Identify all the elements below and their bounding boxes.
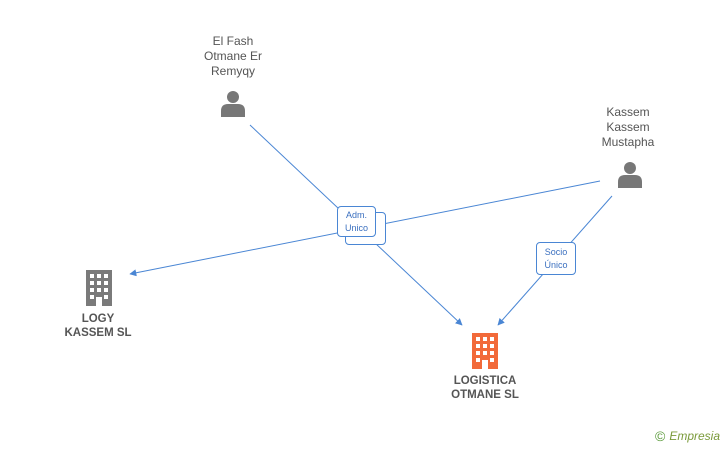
person-name-line: Kassem: [606, 120, 650, 134]
brand-watermark: © Empresia: [655, 428, 720, 444]
person-name-line: Kassem: [606, 105, 650, 119]
building-icon[interactable]: [83, 270, 115, 306]
person-name-line: Remyqy: [210, 64, 255, 78]
building-icon[interactable]: [469, 333, 501, 369]
company-name-line: OTMANE SL: [451, 389, 519, 401]
person-name-line: Mustapha: [601, 135, 655, 149]
person-label-kassem[interactable]: Kassem Kassem Mustapha: [578, 105, 678, 150]
edge-label-adm[interactable]: Adm. Unico: [337, 206, 376, 237]
company-label-logistica[interactable]: LOGISTICA OTMANE SL: [433, 374, 537, 402]
edge-label-line: Socio: [544, 247, 568, 257]
company-name-line: KASSEM SL: [64, 327, 132, 339]
edge-label-line: Unico: [344, 223, 368, 233]
edge-label-line: Único: [544, 260, 568, 270]
edge-label-line: Adm.: [345, 210, 367, 220]
edge-label-socio[interactable]: Socio Único: [536, 242, 576, 275]
brand-logo: Empresia: [669, 429, 720, 443]
person-name-line: Otmane Er: [203, 49, 263, 63]
company-name-line: LOGISTICA: [453, 375, 517, 387]
person-icon[interactable]: [616, 160, 644, 188]
copyright-icon: ©: [654, 428, 666, 444]
person-label-elfash[interactable]: El Fash Otmane Er Remyqy: [183, 34, 283, 79]
company-label-logy[interactable]: LOGY KASSEM SL: [48, 312, 148, 340]
company-name-line: LOGY: [81, 313, 115, 325]
person-icon[interactable]: [219, 89, 247, 117]
person-name-line: El Fash: [212, 34, 254, 48]
